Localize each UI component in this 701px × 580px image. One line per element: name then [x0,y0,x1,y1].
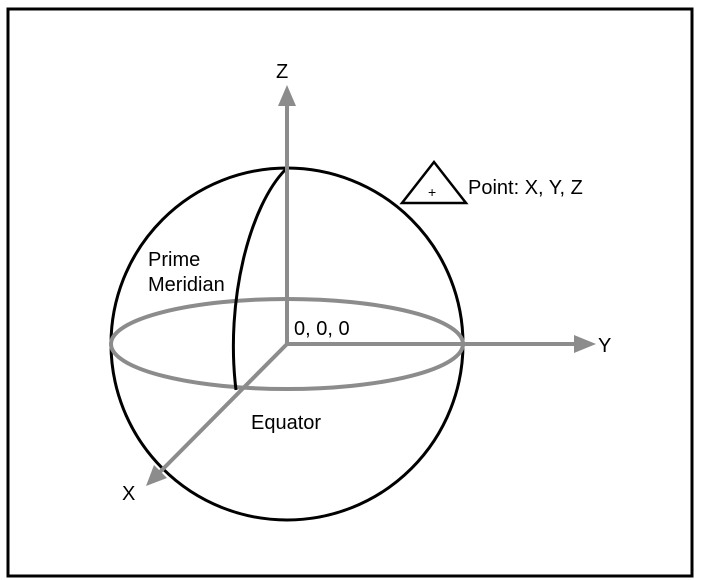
prime-meridian-label-line1: Prime [148,249,200,271]
prime-meridian-arc [231,167,288,391]
z-axis-arrowhead [278,85,296,106]
y-axis-arrowhead [574,335,596,353]
point-triangle-icon [399,159,469,205]
prime-meridian-label-line2: Meridian [148,274,225,296]
z-axis-label: Z [276,61,288,83]
point-label: Point: X, Y, Z [468,177,583,199]
point-plus-marker: + [428,184,436,200]
equator-label: Equator [251,412,321,434]
diagram-border [6,7,694,578]
origin-label: 0, 0, 0 [294,318,350,340]
x-axis-line [156,342,289,476]
x-axis-arrowhead [146,465,167,486]
y-axis-label: Y [598,335,611,357]
x-axis-label: X [122,483,135,505]
